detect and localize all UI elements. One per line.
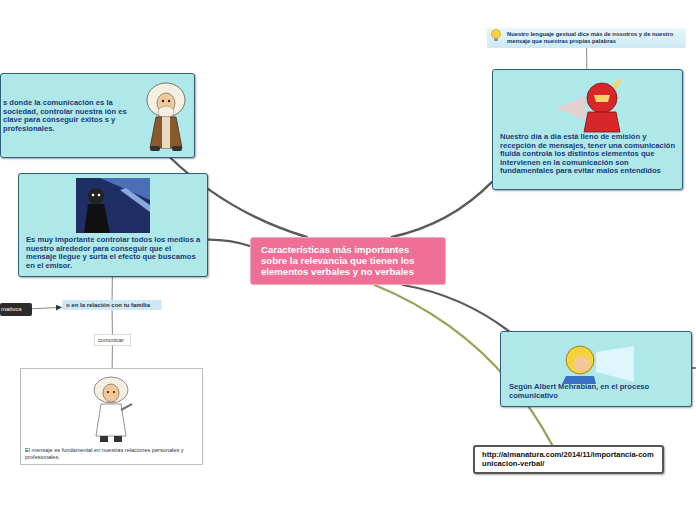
image-box: El mensaje es fundamental en nuestras re… [20,368,203,465]
node-text: El mensaje es fundamental en nuestras re… [25,447,198,460]
cartoon-boy [562,346,634,384]
node-text: mativos [1,306,29,312]
connector [112,310,113,334]
connector [32,307,61,308]
lightbulb-icon [492,30,501,42]
node-text: Características más importantes sobre la… [261,244,437,277]
central-topic: Características más importantes sobre la… [250,237,446,285]
node-text: o en la relación con tu familia [66,302,159,308]
link-box: http://almanatura.com/2014/11/importanci… [473,445,664,474]
node-text: Es muy importante controlar todos los me… [26,236,201,270]
cartoon-scene [76,178,150,233]
node-text: s donde la comunicación es la sociedad, … [3,99,138,133]
node-text: comunicar [98,337,127,343]
cartoon-sage [147,83,185,151]
connector [112,346,113,368]
connector [208,240,250,246]
topic-box: Nuestro día a día está lleno de emisión … [492,69,683,190]
offpage-branch [692,367,696,369]
topic-box: Según Albert Mehrabian, en el proceso co… [500,331,692,407]
topic-box: s donde la comunicación es la sociedad, … [0,73,195,158]
label-tag: o en la relación con tu familia [62,300,162,310]
label-tag: comunicar [94,334,131,346]
node-text: http://almanatura.com/2014/11/importanci… [482,451,656,468]
cartoon-runner [556,78,622,132]
node-text: Nuestro día a día está lleno de emisión … [500,133,676,176]
node-text: Según Albert Mehrabian, en el proceso co… [509,383,685,400]
connector [586,48,587,69]
topic-box: Es muy importante controlar todos los me… [18,173,208,277]
node-text: Nuestro lenguaje gestual dice más de nos… [507,31,682,45]
label-tag: mativos [0,303,32,316]
connector [112,277,113,300]
connector [403,285,509,331]
note-callout: Nuestro lenguaje gestual dice más de nos… [487,28,686,48]
connector [392,182,492,237]
cartoon-scientist [94,377,132,442]
